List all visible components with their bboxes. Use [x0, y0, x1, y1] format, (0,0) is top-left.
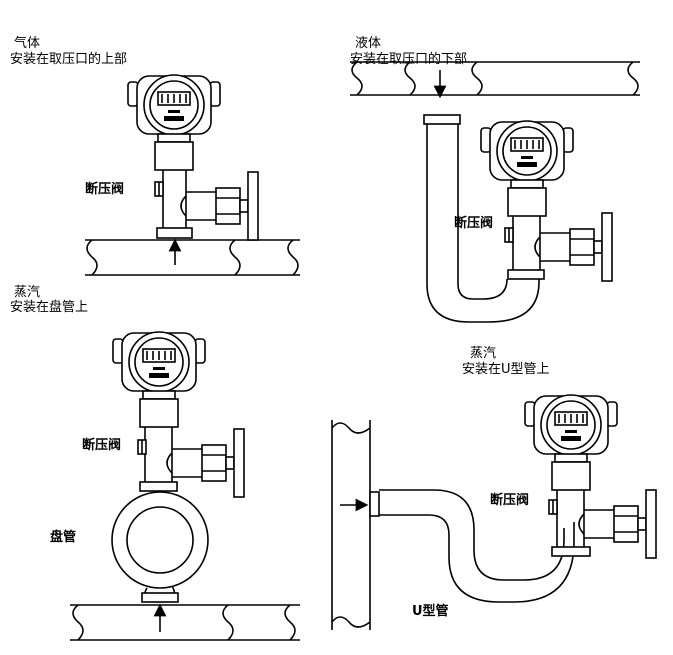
plug	[154, 181, 164, 197]
steam-coil-medium-label: 蒸汽	[14, 285, 41, 300]
steam-u-panel	[331, 394, 657, 630]
liquid-medium-label: 液体	[355, 36, 382, 51]
steam-u-medium-label: 蒸汽	[470, 346, 497, 361]
pressure-transmitter	[127, 74, 221, 171]
steam-u-instruction-label: 安装在U型管上	[462, 362, 550, 377]
pressure-transmitter	[112, 331, 206, 428]
steam-u-valve-label: 断压阀	[490, 493, 530, 508]
shutoff-valve	[534, 212, 613, 282]
pressure-transmitter	[524, 394, 618, 491]
steam-coil-instruction-label: 安装在盘管上	[10, 300, 89, 315]
liquid-panel	[350, 61, 640, 323]
coil-pipe-label: 盘管	[50, 530, 77, 545]
gas-instruction-label: 安装在取压口的上部	[10, 52, 128, 67]
shutoff-valve	[166, 428, 245, 498]
gas-valve-label: 断压阀	[85, 182, 125, 197]
plug	[504, 227, 514, 243]
plug	[548, 499, 558, 515]
liquid-instruction-label: 安装在取压口的下部	[350, 52, 468, 67]
u-pipe-label: U型管	[412, 604, 449, 619]
steam-coil-panel	[70, 331, 300, 641]
plug	[137, 439, 147, 455]
gas-panel	[85, 74, 300, 276]
gas-medium-label: 气体	[14, 36, 41, 51]
pressure-transmitter	[480, 120, 574, 217]
liquid-valve-label: 断压阀	[454, 216, 494, 231]
steam-coil-valve-label: 断压阀	[82, 438, 122, 453]
